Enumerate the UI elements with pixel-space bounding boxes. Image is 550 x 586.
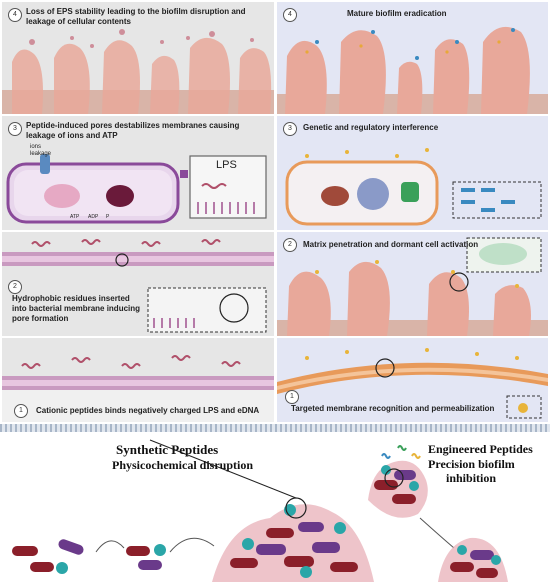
atp-label: ATP: [70, 214, 80, 220]
ions-leakage-label: ions leakage: [30, 144, 52, 157]
panel-genetic-interference: 3 Genetic and regulatory interference: [277, 116, 548, 230]
step-badge: 1: [285, 390, 299, 404]
step-badge: 4: [283, 8, 297, 22]
panel-targeted-membrane: 1 Targeted membrane recognition and perm…: [277, 338, 548, 422]
step-badge: 4: [8, 8, 22, 22]
step-caption: Hydrophobic residues inserted into bacte…: [12, 294, 141, 323]
step-badge: 1: [14, 404, 28, 418]
membrane-divider: [0, 424, 550, 432]
step-caption: Peptide-induced pores destabilizes membr…: [26, 121, 240, 140]
step-caption: Matrix penetration and dormant cell acti…: [303, 240, 479, 249]
cationic-binding-illustration: [2, 355, 274, 422]
genetic-interference-illustration: [285, 148, 542, 226]
step-badge: 2: [283, 238, 297, 252]
synthetic-peptides-subtitle: Physicochemical disruption: [112, 458, 254, 472]
panel-mature-biofilm-eradication: 4 Mature biofilm eradication: [277, 2, 548, 114]
step-badge: 3: [283, 122, 297, 136]
lps-label: LPS: [216, 159, 237, 171]
panel-loss-of-eps: 4 Loss of EPS stability leading to the b…: [2, 2, 274, 114]
eps-disruption-illustration: [2, 29, 274, 114]
step-badge: 3: [8, 122, 22, 136]
membrane-insertion-illustration: [2, 239, 274, 333]
step-badge: 2: [8, 280, 22, 294]
bacteria-clusters-illustration: [12, 439, 508, 582]
panel-cationic-binding: 1 Cationic peptides binds negatively cha…: [2, 338, 274, 422]
panel-peptide-induced-pores: 3 Peptide-induced pores destabilizes mem…: [2, 116, 274, 230]
matrix-penetration-illustration: [277, 237, 548, 336]
panel-hydrophobic-insertion: 2 Hydrophobic residues inserted into bac…: [2, 232, 274, 336]
panel-matrix-penetration: 2 Matrix penetration and dormant cell ac…: [277, 232, 548, 336]
step-caption: Loss of EPS stability leading to the bio…: [26, 7, 246, 26]
engineered-peptides-subtitle: Precision biofilm: [428, 457, 515, 471]
step-caption: Cationic peptides binds negatively charg…: [36, 406, 260, 415]
engineered-peptides-subtitle-line2: inhibition: [446, 471, 497, 485]
biofilm-eradication-illustration: [277, 26, 548, 114]
pore-leakage-illustration: [6, 154, 267, 224]
engineered-peptides-title: Engineered Peptides: [428, 442, 533, 456]
step-caption: Genetic and regulatory interference: [303, 123, 439, 132]
synthetic-peptides-title: Synthetic Peptides: [116, 442, 219, 457]
adp-label: ADP: [88, 214, 99, 220]
bottom-comparison-section: Synthetic Peptides Physicochemical disru…: [0, 432, 550, 586]
step-caption: Targeted membrane recognition and permea…: [291, 404, 495, 413]
phosphate-label: P: [106, 214, 110, 220]
step-caption: Mature biofilm eradication: [347, 9, 447, 18]
targeted-membrane-illustration: [277, 348, 548, 419]
